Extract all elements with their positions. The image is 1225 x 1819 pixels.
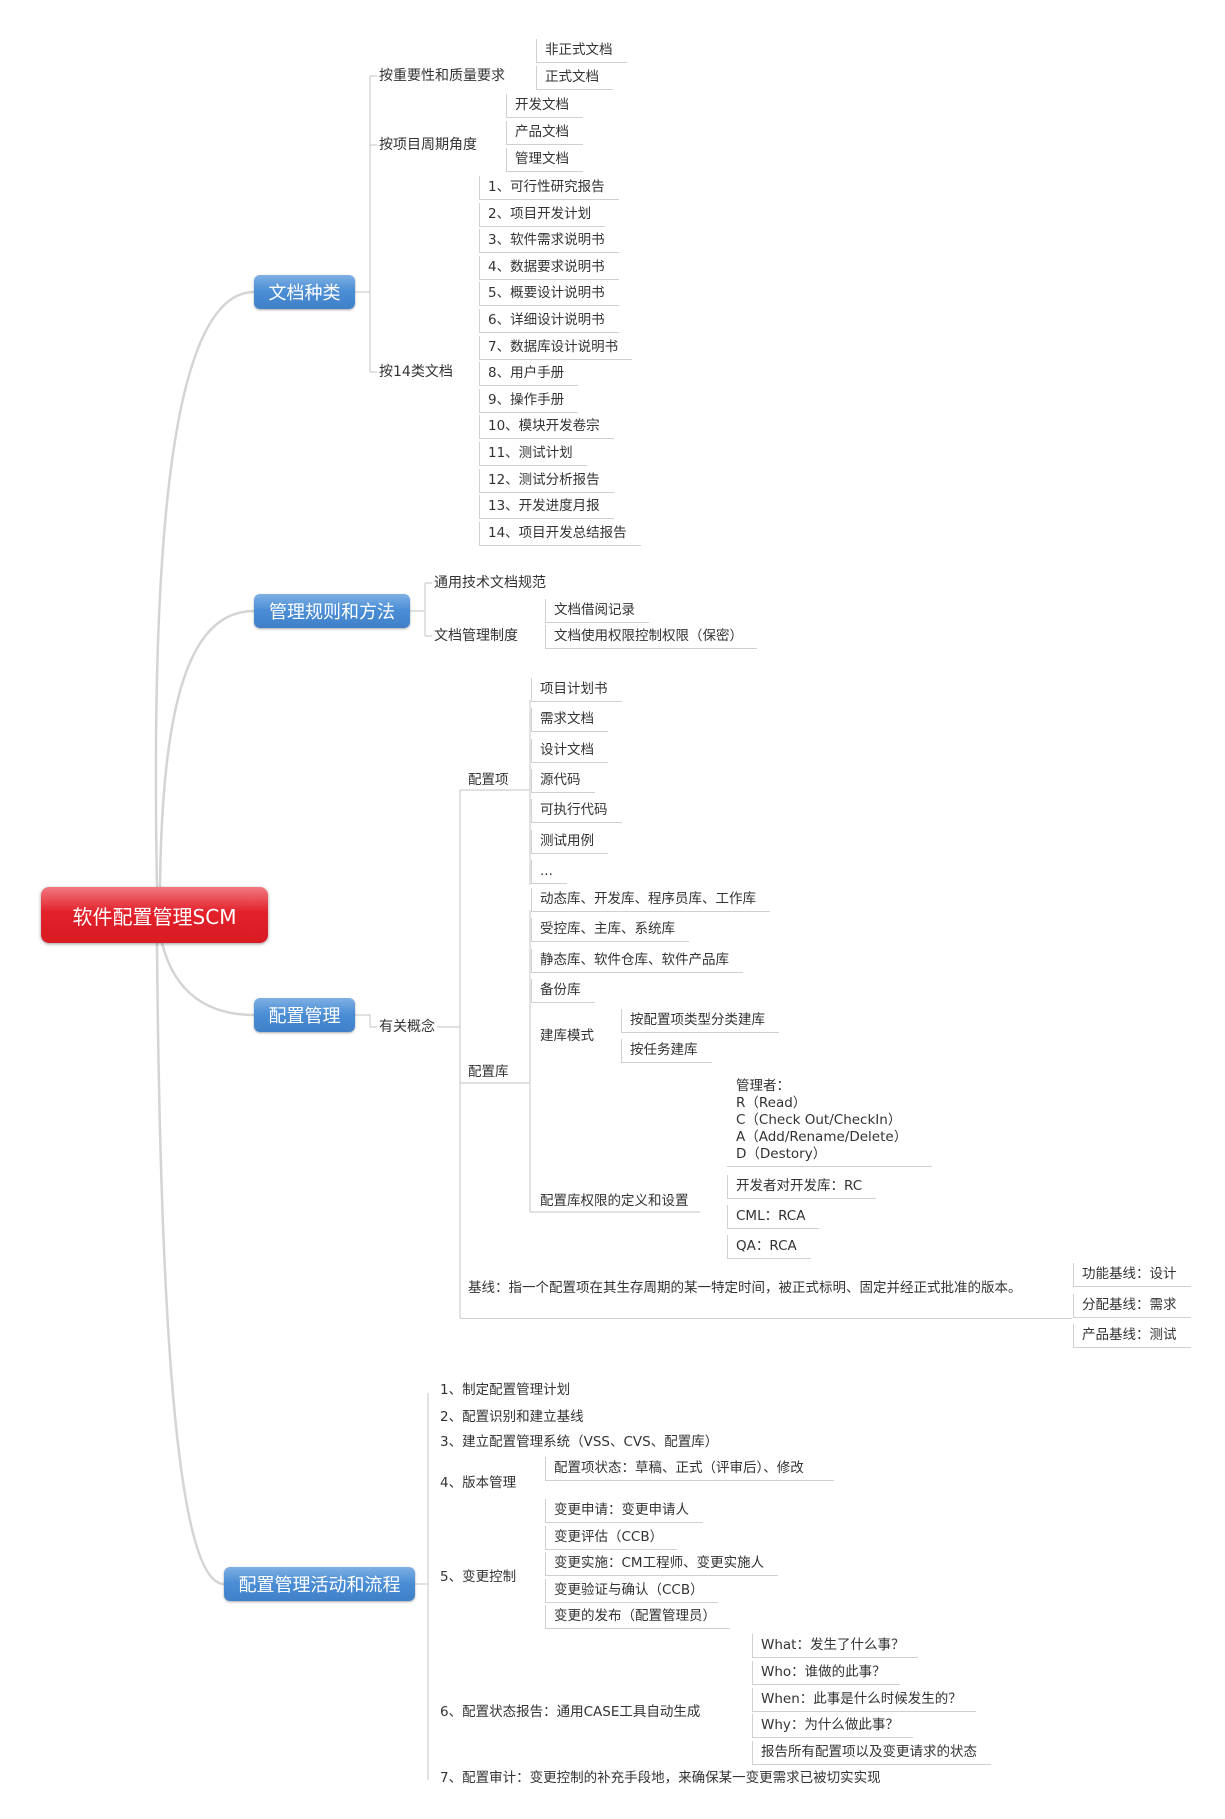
leaf-item[interactable]: 变更评估（CCB） <box>545 1525 678 1550</box>
leaf-item[interactable]: 需求文档 <box>531 708 608 733</box>
leaf-item[interactable]: 8、用户手册 <box>479 362 579 387</box>
leaf-item[interactable]: 9、操作手册 <box>479 388 579 413</box>
manager-permissions[interactable]: 管理者： R（Read） C（Check Out/CheckIn） A（Add/… <box>736 1078 907 1163</box>
topic-config-item[interactable]: 配置项 <box>468 772 509 788</box>
leaf-item[interactable]: 动态库、开发库、程序员库、工作库 <box>531 888 770 912</box>
leaf-item[interactable]: When：此事是什么时候发生的？ <box>752 1687 976 1712</box>
leaf-item[interactable]: ... <box>531 859 567 884</box>
step-1[interactable]: 1、制定配置管理计划 <box>440 1382 571 1398</box>
step-5[interactable]: 5、变更控制 <box>440 1569 517 1585</box>
leaf-item[interactable]: 受控库、主库、系统库 <box>531 918 689 943</box>
node-process[interactable]: 配置管理活动和流程 <box>224 1567 415 1601</box>
topic-concepts[interactable]: 有关概念 <box>379 1019 435 1035</box>
leaf-item[interactable]: 产品基线：测试 <box>1073 1324 1191 1348</box>
leaf-item[interactable]: 变更验证与确认（CCB） <box>545 1578 718 1603</box>
leaf-item[interactable]: 设计文档 <box>531 738 608 763</box>
node-label: 配置管理 <box>268 1006 341 1027</box>
leaf-item[interactable]: 非正式文档 <box>536 39 627 63</box>
step-7[interactable]: 7、配置审计：变更控制的补充手段地，来确保某一变更需求已被切实实现 <box>440 1770 881 1786</box>
node-label: 管理规则和方法 <box>269 602 395 623</box>
leaf-item[interactable]: 管理文档 <box>506 148 583 172</box>
text-line: D（Destory） <box>736 1146 827 1162</box>
leaf-item[interactable]: 6、详细设计说明书 <box>479 309 619 333</box>
leaf-item[interactable]: 变更实施：CM工程师、变更实施人 <box>545 1552 779 1577</box>
leaf-item[interactable]: 项目计划书 <box>531 678 622 702</box>
leaf-item[interactable]: 文档使用权限控制权限（保密） <box>545 625 757 649</box>
text-line: R（Read） <box>736 1095 807 1111</box>
root-label: 软件配置管理SCM <box>72 904 237 929</box>
leaf-item[interactable]: 4、数据要求说明书 <box>479 255 619 280</box>
topic-by-quality[interactable]: 按重要性和质量要求 <box>379 68 505 84</box>
leaf-item[interactable]: 开发文档 <box>506 94 583 118</box>
divider <box>460 1318 1072 1319</box>
leaf-item[interactable]: 11、测试计划 <box>479 442 587 466</box>
topic-doc-mgmt[interactable]: 文档管理制度 <box>434 628 518 644</box>
leaf-item[interactable]: QA：RCA <box>727 1235 811 1259</box>
leaf-item[interactable]: 报告所有配置项以及变更请求的状态 <box>752 1741 991 1766</box>
leaf-item[interactable]: 12、测试分析报告 <box>479 468 614 493</box>
leaf-item[interactable]: 源代码 <box>531 768 595 793</box>
leaf-item[interactable]: 静态库、软件仓库、软件产品库 <box>531 948 743 973</box>
topic-by-lifecycle[interactable]: 按项目周期角度 <box>379 137 477 153</box>
leaf-item[interactable]: 功能基线：设计 <box>1073 1263 1191 1287</box>
leaf-item[interactable]: What：发生了什么事？ <box>752 1634 919 1658</box>
leaf-item[interactable]: 2、项目开发计划 <box>479 202 606 227</box>
leaf-item[interactable]: 备份库 <box>531 978 595 1003</box>
text-line: A（Add/Rename/Delete） <box>736 1129 908 1145</box>
leaf-item[interactable]: 可执行代码 <box>531 799 622 824</box>
leaf-item[interactable]: 变更申请：变更申请人 <box>545 1499 703 1523</box>
node-rules[interactable]: 管理规则和方法 <box>254 594 410 628</box>
leaf-item[interactable]: 变更的发布（配置管理员） <box>545 1605 730 1630</box>
topic-general-spec[interactable]: 通用技术文档规范 <box>434 575 546 591</box>
node-label: 配置管理活动和流程 <box>238 1575 401 1596</box>
text-line: C（Check Out/CheckIn） <box>736 1112 902 1128</box>
text-line: 管理者： <box>736 1078 790 1094</box>
leaf-item[interactable]: 按配置项类型分类建库 <box>621 1009 779 1033</box>
topic-baseline[interactable]: 基线：指一个配置项在其生存周期的某一特定时间，被正式标明、固定并经正式批准的版本… <box>468 1280 1022 1296</box>
step-6[interactable]: 6、配置状态报告：通用CASE工具自动生成 <box>440 1704 701 1720</box>
leaf-item[interactable]: 产品文档 <box>506 121 583 145</box>
leaf-item[interactable]: CML：RCA <box>727 1205 820 1229</box>
leaf-item[interactable]: 配置项状态：草稿、正式（评审后）、修改 <box>545 1457 834 1481</box>
leaf-item[interactable]: 13、开发进度月报 <box>479 495 614 520</box>
step-2[interactable]: 2、配置识别和建立基线 <box>440 1409 584 1425</box>
topic-build-mode[interactable]: 建库模式 <box>540 1028 594 1044</box>
leaf-item[interactable]: 分配基线：需求 <box>1073 1294 1191 1318</box>
root-node[interactable]: 软件配置管理SCM <box>41 887 268 943</box>
leaf-item[interactable]: 按任务建库 <box>621 1039 712 1063</box>
leaf-item[interactable]: 文档借阅记录 <box>545 599 649 623</box>
leaf-item[interactable]: 1、可行性研究报告 <box>479 176 619 200</box>
leaf-item[interactable]: 7、数据库设计说明书 <box>479 335 633 360</box>
leaf-item[interactable]: Why：为什么做此事？ <box>752 1714 913 1739</box>
node-label: 文档种类 <box>268 283 341 304</box>
leaf-item[interactable]: Who：谁做的此事？ <box>752 1660 900 1685</box>
node-doc-types[interactable]: 文档种类 <box>254 275 355 309</box>
leaf-item[interactable]: 正式文档 <box>536 66 613 90</box>
topic-by-14[interactable]: 按14类文档 <box>379 364 453 380</box>
leaf-item[interactable]: 测试用例 <box>531 829 608 854</box>
leaf-item[interactable]: 5、概要设计说明书 <box>479 282 619 307</box>
leaf-item[interactable]: 10、模块开发卷宗 <box>479 415 614 440</box>
step-4[interactable]: 4、版本管理 <box>440 1475 517 1491</box>
divider <box>727 1166 932 1167</box>
leaf-item[interactable]: 14、项目开发总结报告 <box>479 521 641 546</box>
step-3[interactable]: 3、建立配置管理系统（VSS、CVS、配置库） <box>440 1434 719 1450</box>
leaf-item[interactable]: 开发者对开发库：RC <box>727 1175 877 1199</box>
leaf-item[interactable]: 3、软件需求说明书 <box>479 229 619 254</box>
node-config[interactable]: 配置管理 <box>254 998 355 1032</box>
topic-config-repo[interactable]: 配置库 <box>468 1064 509 1080</box>
topic-permissions[interactable]: 配置库权限的定义和设置 <box>540 1193 689 1209</box>
